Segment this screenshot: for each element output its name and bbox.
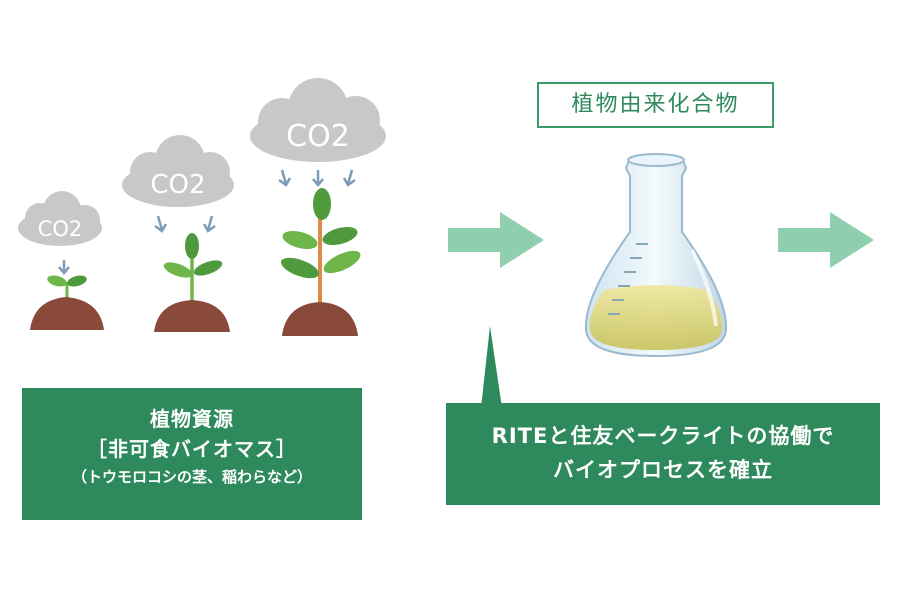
plant-resource-subtitle: ［非可食バイオマス］: [87, 437, 297, 461]
plant-stage-large: CO2: [250, 78, 386, 336]
co2-cloud-small: CO2: [18, 191, 102, 246]
co2-cloud-large: CO2: [250, 78, 386, 162]
sprout-medium: [163, 233, 223, 306]
flow-arrow-right-icon: [778, 212, 874, 268]
bioprocess-line-2: バイオプロセスを確立: [553, 458, 773, 482]
product-label: 植物由来化合物: [537, 82, 774, 128]
callout-pointer: [481, 326, 502, 408]
soil-mound: [154, 300, 230, 332]
flow-arrow-right-icon: [448, 212, 544, 268]
down-arrow-icon: [154, 215, 216, 233]
flask-icon: [584, 153, 728, 358]
bioprocess-line-1: RITEと住友ベークライトの協働で: [491, 424, 835, 448]
plant-large: [281, 188, 361, 310]
soil-mound: [30, 297, 104, 330]
co2-label: CO2: [38, 217, 83, 241]
down-arrow-icon: [278, 169, 356, 187]
plant-resource-title: 植物資源: [150, 407, 234, 431]
co2-cloud-medium: CO2: [122, 135, 234, 207]
plant-stage-medium: CO2: [122, 135, 234, 332]
sprout-small: [47, 275, 87, 300]
co2-label: CO2: [150, 170, 205, 200]
plant-resource-box: 植物資源 ［非可食バイオマス］ （トウモロコシの茎、稲わらなど）: [22, 388, 362, 520]
down-arrow-icon: [58, 260, 70, 275]
soil-mound: [282, 302, 358, 336]
plant-resource-examples: （トウモロコシの茎、稲わらなど）: [71, 468, 312, 486]
plant-stage-small: CO2: [18, 191, 104, 330]
co2-label: CO2: [286, 119, 350, 154]
bioprocess-box: RITEと住友ベークライトの協働で バイオプロセスを確立: [446, 403, 880, 505]
